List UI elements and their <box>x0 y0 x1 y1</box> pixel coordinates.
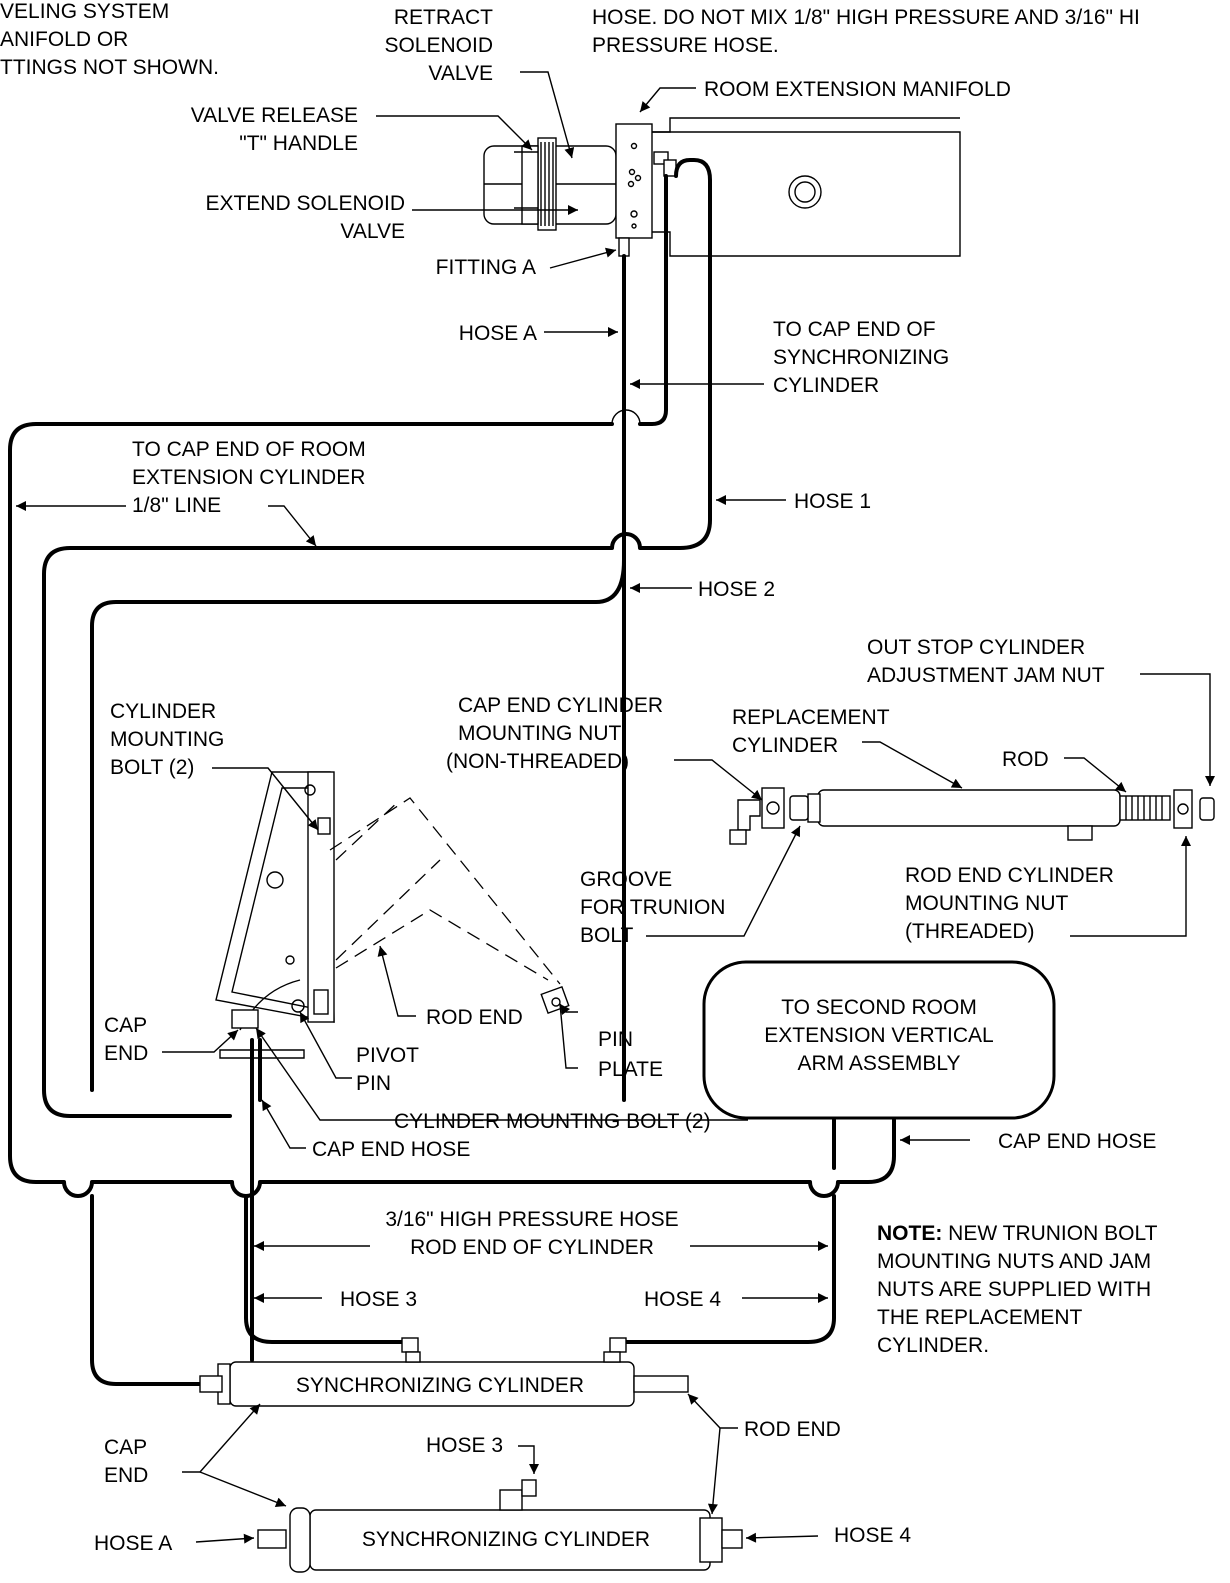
sync-cylinder-top <box>199 1337 689 1407</box>
label-hp-hose: 3/16" HIGH PRESSURE HOSE <box>385 1208 678 1231</box>
hose-1-outer-loop <box>8 409 896 1198</box>
solenoid-valve-block <box>483 137 617 231</box>
label-extend-valve: EXTEND SOLENOID <box>205 192 405 215</box>
replacement-cylinder <box>729 787 1215 845</box>
label-out-stop: OUT STOP CYLINDER <box>867 636 1085 659</box>
label-pin-plate: PLATE <box>598 1058 663 1081</box>
label-cap-nut: (NON-THREADED) <box>446 750 629 773</box>
label-retract-valve: VALVE <box>428 62 493 85</box>
label-retract-valve: SOLENOID <box>384 34 493 57</box>
label-18-line: 1/8" LINE <box>132 494 221 517</box>
note-top-left: TTINGS NOT SHOWN. <box>0 56 219 79</box>
label-cap-end-sync: CAP <box>104 1436 147 1459</box>
mounting-plate <box>652 131 961 257</box>
hose-3-loop <box>244 1194 412 1344</box>
label-note: MOUNTING NUTS AND JAM <box>877 1250 1151 1273</box>
label-hose-1: HOSE 1 <box>794 490 871 513</box>
label-pin-plate: PIN <box>598 1028 633 1051</box>
label-cap-end-hose-right: CAP END HOSE <box>998 1130 1156 1153</box>
label-to-cap-sync: TO CAP END OF <box>773 318 936 341</box>
label-cap-end-hose-left: CAP END HOSE <box>312 1138 470 1161</box>
label-second-room: EXTENSION VERTICAL <box>764 1024 994 1047</box>
label-rod-nut: MOUNTING NUT <box>905 892 1068 915</box>
label-cap-end-arm: END <box>104 1042 148 1065</box>
dashed-arm-outline <box>329 797 561 985</box>
label-valve-release: "T" HANDLE <box>239 132 358 155</box>
label-hose-3-bottom: HOSE 3 <box>426 1434 503 1457</box>
label-cyl-mount-bolt: CYLINDER <box>110 700 216 723</box>
label-second-room: TO SECOND ROOM <box>781 996 977 1019</box>
label-groove: GROOVE <box>580 868 672 891</box>
text-labels: VELING SYSTEM ANIFOLD OR TTINGS NOT SHOW… <box>0 0 1158 1555</box>
label-to-cap-room: TO CAP END OF ROOM <box>132 438 366 461</box>
label-fitting-a: FITTING A <box>436 256 536 279</box>
hose-4-loop <box>622 1118 836 1344</box>
vertical-arm-assembly <box>215 771 335 1059</box>
hose-2-line <box>90 533 641 1092</box>
label-replacement-cylinder: CYLINDER <box>732 734 838 757</box>
note-top-right: PRESSURE HOSE. <box>592 34 779 57</box>
label-hose-2: HOSE 2 <box>698 578 775 601</box>
label-note: CYLINDER. <box>877 1334 989 1357</box>
label-second-room: ARM ASSEMBLY <box>798 1052 961 1075</box>
label-cap-nut: MOUNTING NUT <box>458 722 621 745</box>
cap-end-hose-left <box>250 1038 262 1362</box>
label-cap-nut: CAP END CYLINDER <box>458 694 663 717</box>
manifold-elbow-fitting <box>618 151 677 257</box>
label-rod-nut: (THREADED) <box>905 920 1035 943</box>
label-sync-cylinder-top: SYNCHRONIZING CYLINDER <box>296 1374 584 1397</box>
label-pivot-pin: PIN <box>356 1072 391 1095</box>
note-top-left: VELING SYSTEM <box>0 0 169 23</box>
label-groove: BOLT <box>580 924 633 947</box>
label-note: NUTS ARE SUPPLIED WITH <box>877 1278 1151 1301</box>
label-extend-valve: VALVE <box>340 220 405 243</box>
label-to-cap-room: EXTENSION CYLINDER <box>132 466 365 489</box>
label-hose-a: HOSE A <box>459 322 537 345</box>
label-cap-end-sync: END <box>104 1464 148 1487</box>
label-rod-nut: ROD END CYLINDER <box>905 864 1114 887</box>
label-cyl-mount-bolt: MOUNTING <box>110 728 224 751</box>
note-top-left: ANIFOLD OR <box>0 28 128 51</box>
label-cyl-mount-bolt: BOLT (2) <box>110 756 194 779</box>
label-valve-release: VALVE RELEASE <box>191 104 358 127</box>
label-replacement-cylinder: REPLACEMENT <box>732 706 890 729</box>
label-hose-3: HOSE 3 <box>340 1288 417 1311</box>
label-note: NOTE: NEW TRUNION BOLT <box>877 1222 1158 1245</box>
label-hp-hose: ROD END OF CYLINDER <box>410 1236 654 1259</box>
hose-sync-cap-line <box>42 158 712 1118</box>
label-room-extension-manifold: ROOM EXTENSION MANIFOLD <box>704 78 1011 101</box>
sync-cap-hose <box>90 1194 202 1386</box>
label-out-stop: ADJUSTMENT JAM NUT <box>867 664 1105 687</box>
sync-cylinder-bottom <box>257 1479 743 1573</box>
label-hose-a-bottom: HOSE A <box>94 1532 172 1555</box>
label-rod-end-sync: ROD END <box>744 1418 841 1441</box>
label-retract-valve: RETRACT <box>394 6 493 29</box>
label-pivot-pin: PIVOT <box>356 1044 419 1067</box>
label-hose-4-bottom: HOSE 4 <box>834 1524 911 1547</box>
leader-lines <box>16 71 1215 1544</box>
note-top-right: HOSE. DO NOT MIX 1/8" HIGH PRESSURE AND … <box>592 6 1140 29</box>
second-room-box <box>702 960 1056 1120</box>
label-note: THE REPLACEMENT <box>877 1306 1083 1329</box>
label-to-cap-sync: CYLINDER <box>773 374 879 397</box>
room-extension-manifold <box>615 117 960 239</box>
label-cap-end-arm: CAP <box>104 1014 147 1037</box>
label-rod: ROD <box>1002 748 1049 771</box>
label-to-cap-sync: SYNCHRONIZING <box>773 346 949 369</box>
label-rod-end-arm: ROD END <box>426 1006 523 1029</box>
label-groove: FOR TRUNION <box>580 896 725 919</box>
label-hose-4: HOSE 4 <box>644 1288 721 1311</box>
label-sync-cylinder-bottom: SYNCHRONIZING CYLINDER <box>362 1528 650 1551</box>
label-cyl-mount-bolt-bottom: CYLINDER MOUNTING BOLT (2) <box>394 1110 711 1133</box>
